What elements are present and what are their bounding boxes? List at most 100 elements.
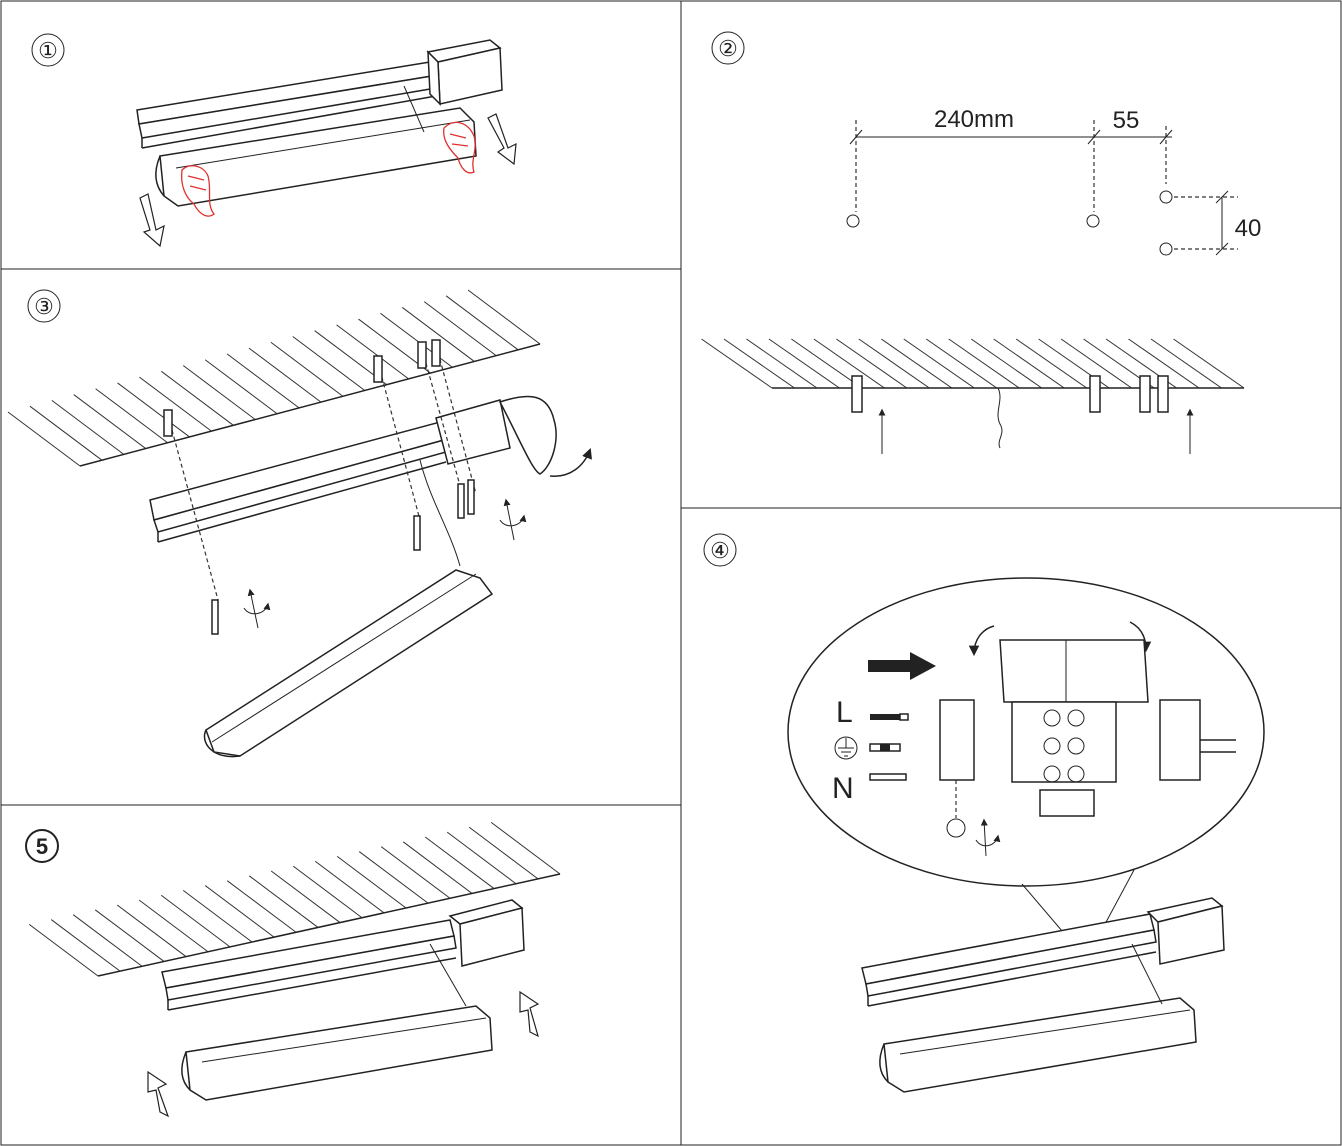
hatch-line xyxy=(970,338,1042,389)
diffuser-tube xyxy=(181,943,493,1101)
hatch-line xyxy=(248,347,322,403)
hatch-line xyxy=(723,338,795,389)
hatch-line xyxy=(336,856,407,909)
ceiling-section xyxy=(28,822,561,977)
wire-label-live: L xyxy=(836,696,853,729)
wall-plug-icon xyxy=(163,339,441,437)
curved-arrow-icon xyxy=(549,448,592,477)
dimension-240: 240mm xyxy=(934,106,1014,133)
hatch-line xyxy=(160,894,231,948)
wiring-arrow-icon xyxy=(868,621,1152,680)
hatch-line xyxy=(29,405,103,461)
wire-label-neutral: N xyxy=(832,772,854,805)
hatch-line xyxy=(204,359,278,415)
base-rail xyxy=(149,395,557,543)
step-3-panel: ③ xyxy=(7,289,592,758)
hand-icon xyxy=(180,121,476,217)
hatch-line xyxy=(226,353,300,409)
drill-hole xyxy=(1159,242,1173,256)
hatch-line xyxy=(468,826,539,880)
hatch-line xyxy=(836,338,908,389)
hatch-line xyxy=(768,338,840,389)
hatch-line xyxy=(116,904,187,957)
wire-legend: L N xyxy=(832,696,909,805)
hatch-line xyxy=(701,338,773,389)
hatch-line xyxy=(423,301,497,357)
ceiling-section xyxy=(701,338,1245,454)
hatch-line xyxy=(380,846,451,899)
drill-hole xyxy=(846,214,860,228)
hatch-line xyxy=(94,909,165,962)
hatch-line xyxy=(204,885,275,938)
hatch-line xyxy=(51,399,125,455)
hatch-line xyxy=(270,870,341,923)
hatch-line xyxy=(401,307,475,362)
step-4-panel: ④ L xyxy=(703,533,1265,1093)
end-cap-box xyxy=(426,39,503,106)
dimension-40: 40 xyxy=(1235,215,1262,242)
detail-callout xyxy=(787,577,1265,887)
wall-plug-icon xyxy=(851,375,1169,413)
hatch-line xyxy=(314,860,385,914)
luminaire-assembled xyxy=(861,897,1225,1093)
hatch-line xyxy=(948,338,1020,389)
hatch-line xyxy=(1173,338,1245,389)
rotate-icon xyxy=(243,498,527,629)
hatch-line xyxy=(402,841,473,894)
hatch-line xyxy=(117,382,190,438)
step-2-panel: ② 240mm 55 40 xyxy=(701,31,1262,454)
hatch-line xyxy=(446,831,517,885)
hatch-line xyxy=(50,919,121,972)
push-arrow-icon xyxy=(147,990,540,1118)
hatch-line xyxy=(292,865,363,919)
hatch-line xyxy=(182,365,256,420)
terminal-block xyxy=(939,639,1236,857)
hatch-line xyxy=(445,295,519,351)
hatch-line xyxy=(925,338,998,389)
step-3-number: ③ xyxy=(34,294,54,319)
hatch-line xyxy=(858,338,930,389)
hatch-line xyxy=(424,836,495,889)
hatch-line xyxy=(903,338,975,389)
hatch-line xyxy=(28,924,99,977)
step-5-number: 5 xyxy=(36,834,48,859)
hatch-line xyxy=(336,324,409,380)
step-1-number: ① xyxy=(38,38,58,63)
terminal-block xyxy=(435,399,511,465)
earth-symbol-icon xyxy=(834,736,858,760)
hatch-line xyxy=(139,376,212,432)
drill-hole xyxy=(1159,190,1173,204)
end-cap xyxy=(498,395,557,475)
screw-icon xyxy=(211,479,475,635)
hatch-line xyxy=(813,338,885,389)
earth-screw-icon xyxy=(946,818,966,838)
hatch-line xyxy=(248,875,319,928)
hatch-line xyxy=(1015,338,1087,389)
step-4-number: ④ xyxy=(710,538,730,563)
step-2-number: ② xyxy=(718,36,738,61)
dimension-55: 55 xyxy=(1113,107,1140,134)
base-rail xyxy=(161,899,525,1011)
hatch-line xyxy=(73,394,147,449)
hatch-line xyxy=(380,312,453,368)
screws xyxy=(163,339,592,635)
step-5-panel: 5 xyxy=(25,822,561,1118)
hatch-line xyxy=(95,388,168,444)
step-1-panel: ① xyxy=(31,33,517,248)
hatch-line xyxy=(182,890,253,943)
hatch-line xyxy=(1150,338,1222,389)
hatch-line xyxy=(1060,338,1132,389)
hatch-line xyxy=(292,336,366,391)
diffuser-tube xyxy=(203,459,494,758)
pull-arrow-icon xyxy=(139,113,517,248)
hatch-line xyxy=(72,914,143,967)
hatch-line xyxy=(226,880,297,933)
hatch-line xyxy=(993,338,1065,389)
hatch-line xyxy=(746,338,818,389)
hatch-line xyxy=(791,338,863,389)
hatch-line xyxy=(490,822,561,875)
drill-hole xyxy=(1086,214,1100,228)
hatch-line xyxy=(1128,338,1200,389)
